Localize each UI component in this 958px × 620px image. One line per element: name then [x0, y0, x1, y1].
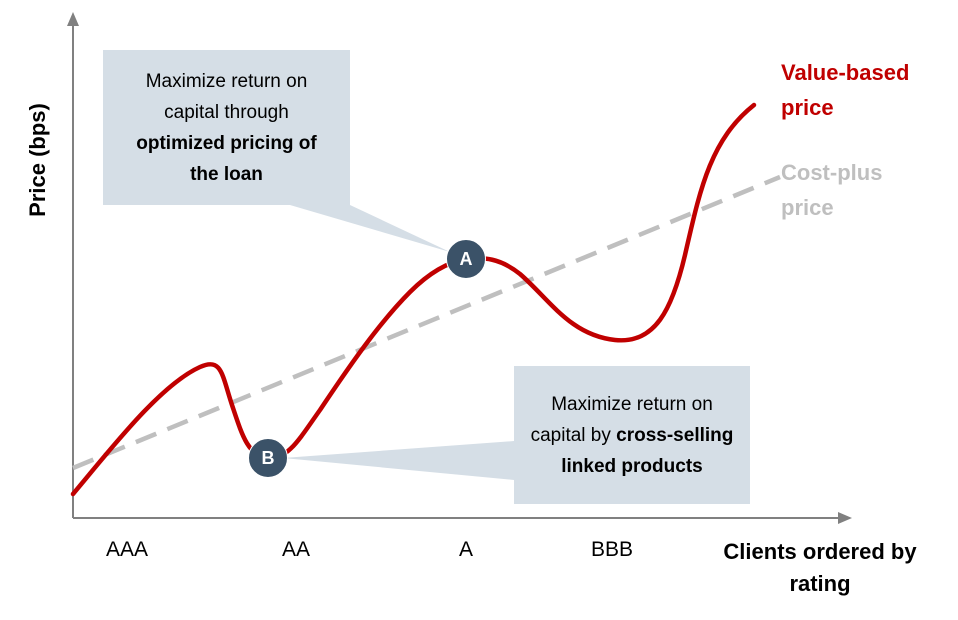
- callout-b-pointer: [283, 441, 514, 480]
- marker-a: A: [446, 239, 486, 279]
- callout-a-bold1: optimized pricing of: [136, 132, 317, 154]
- callout-a-line1: Maximize return on: [145, 70, 308, 92]
- y-axis-arrow: [67, 12, 79, 26]
- x-axis-title: Clients ordered by rating: [700, 536, 940, 600]
- x-tick-a: A: [458, 538, 474, 561]
- callout-a: Maximize return on capital through optim…: [103, 50, 350, 205]
- callout-b-line2-bold: cross-selling: [616, 424, 734, 446]
- callout-b: Maximize return on capital by cross-sell…: [514, 366, 750, 504]
- value-based-curve: [70, 102, 757, 497]
- value-based-label: Value-based price: [781, 55, 909, 125]
- x-axis-arrow: [838, 512, 852, 524]
- callout-a-line2: capital through: [164, 101, 289, 123]
- x-tick-aaa: AAA: [105, 538, 149, 561]
- callout-b-line1: Maximize return on: [551, 393, 713, 415]
- y-axis-title: Price (bps): [25, 103, 50, 217]
- cost-plus-label-line2: price: [781, 195, 834, 220]
- cost-plus-line: [72, 174, 781, 471]
- x-tick-aa: AA: [281, 538, 311, 561]
- value-based-label-line2: price: [781, 95, 834, 120]
- callout-b-line3-bold: linked products: [561, 455, 703, 477]
- cost-plus-label: Cost-plus price: [781, 155, 882, 225]
- callout-a-pointer: [290, 205, 450, 252]
- marker-b: B: [248, 438, 288, 478]
- value-based-label-line1: Value-based: [781, 60, 910, 85]
- cost-plus-label-line1: Cost-plus: [781, 160, 883, 185]
- x-axis-title-line2: rating: [789, 571, 851, 596]
- callout-b-line2-normal: capital by: [530, 424, 617, 446]
- x-axis-title-line1: Clients ordered by: [723, 539, 917, 564]
- callout-a-bold2: the loan: [190, 163, 263, 185]
- x-tick-bbb: BBB: [590, 538, 634, 561]
